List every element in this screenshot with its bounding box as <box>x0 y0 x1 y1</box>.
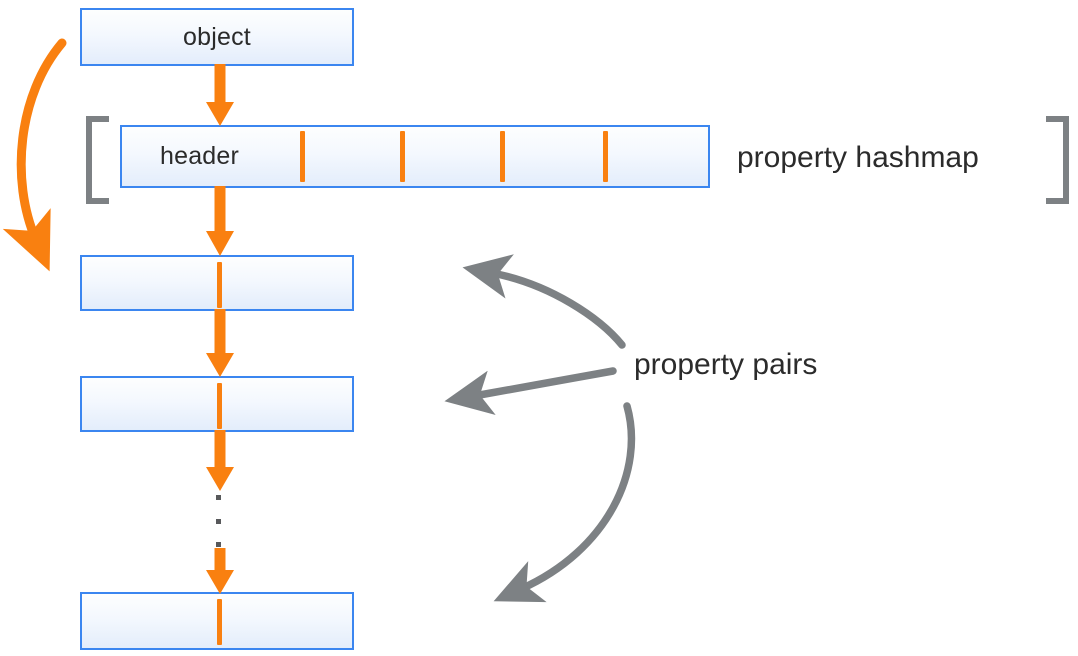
object-box-label: object <box>183 22 251 51</box>
hashmap-slot-divider <box>300 131 305 182</box>
bracket-close-icon <box>1046 116 1069 204</box>
arrow-pairs-top <box>462 254 626 349</box>
ellipsis-dot <box>215 542 221 547</box>
object-box[interactable]: object <box>80 8 354 66</box>
arrow-object-to-header <box>206 64 234 126</box>
property-pairs-label: property pairs <box>634 348 818 381</box>
bracket-open-icon <box>86 116 109 204</box>
header-cell-label: header <box>160 142 240 170</box>
property-hashmap-label: property hashmap <box>737 141 979 174</box>
hashmap-slot-divider <box>400 131 405 182</box>
arrow-pair-2-to-ellipsis <box>206 430 234 491</box>
arrow-pairs-bottom <box>493 402 636 603</box>
arrow-header-to-pair-1 <box>206 186 234 256</box>
hashmap-slot-divider <box>603 131 608 182</box>
arrow-ellipsis-to-pair-n <box>206 548 234 594</box>
hashmap-slot-divider <box>500 131 505 182</box>
link-segment-pair-2 <box>217 383 222 429</box>
link-segment-pair-n <box>217 599 222 645</box>
property-hashmap-box[interactable]: header <box>120 125 710 188</box>
arrow-pair-1-to-pair-2 <box>206 309 234 377</box>
arrow-pairs-middle <box>444 367 617 415</box>
ellipsis-dot <box>215 518 221 524</box>
link-segment-header <box>217 186 222 190</box>
link-segment-pair-1 <box>217 262 222 308</box>
ellipsis-continuation <box>213 495 223 547</box>
arrow-object-to-pair <box>2 38 67 272</box>
ellipsis-dot <box>215 495 221 500</box>
